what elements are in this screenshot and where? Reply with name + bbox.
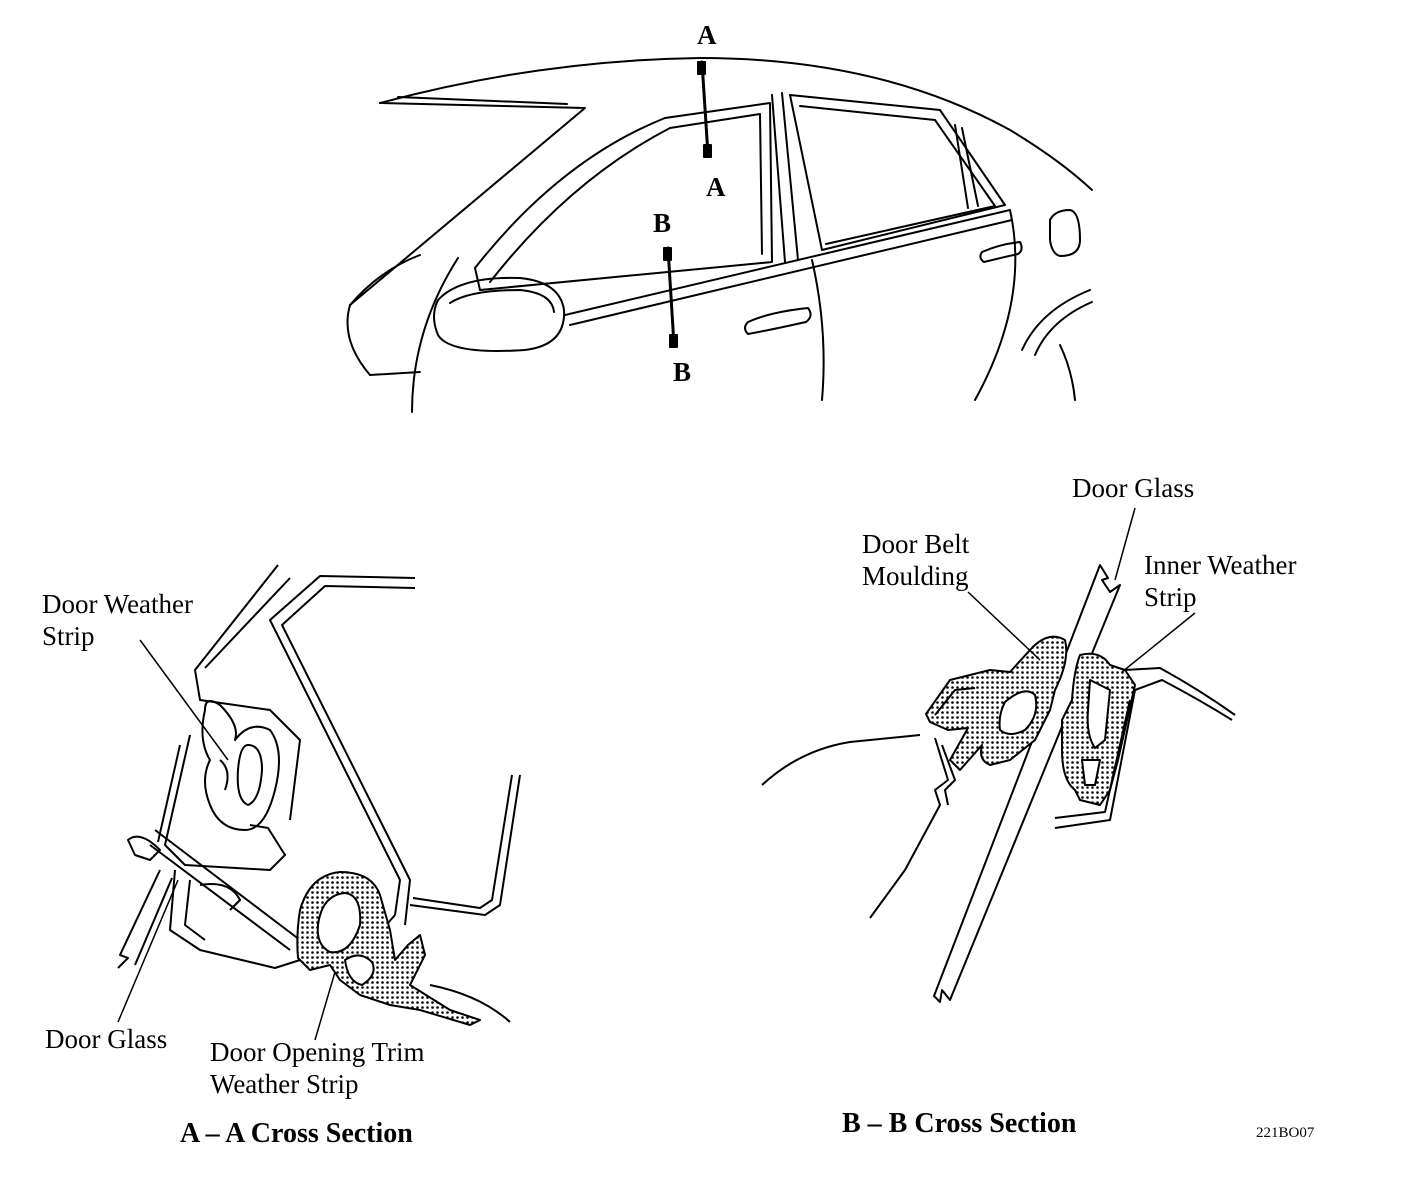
roof-line [379, 57, 1093, 191]
rear-wheel-arch [1021, 289, 1091, 351]
section-mark-b-top: B [653, 208, 672, 238]
section-mark-b-bottom: B [673, 357, 692, 387]
label-door-weather-strip: Door Weather Strip [42, 589, 194, 651]
front-window-frame [474, 102, 773, 291]
car-side-view [346, 57, 1093, 413]
body-panel [269, 575, 416, 956]
section-mark-a-top: A [697, 20, 717, 50]
side-mirror [433, 276, 566, 352]
door-belt-moulding [925, 635, 1068, 771]
door-glass-b [933, 564, 1121, 1003]
label-inner-weather-strip: Inner Weather Strip [1144, 550, 1297, 612]
fuel-door [1049, 209, 1081, 257]
caption-section-a: A – A Cross Section [180, 1118, 413, 1149]
section-a-drawing [117, 564, 521, 1041]
section-a-line [700, 60, 710, 157]
front-door-handle [744, 307, 812, 335]
section-mark-a-bottom: A [706, 172, 726, 202]
section-b-line [666, 246, 676, 347]
windshield [349, 102, 586, 306]
figure-code: 221BO07 [1256, 1125, 1315, 1141]
rear-window-frame [789, 94, 1006, 251]
label-door-glass-a: Door Glass [45, 1024, 168, 1054]
section-b-drawing [761, 507, 1236, 1003]
rear-door-handle [979, 241, 1023, 263]
belt-line [564, 209, 1011, 316]
door-glass-a [117, 869, 161, 969]
label-door-glass-b: Door Glass [1072, 473, 1195, 503]
caption-section-b: B – B Cross Section [842, 1108, 1077, 1139]
b-pillar [771, 94, 786, 263]
label-door-belt-moulding: Door Belt Moulding [862, 529, 970, 591]
label-door-opening-trim-weather-strip: Door Opening Trim Weather Strip [210, 1037, 425, 1099]
outer-door-panel [761, 734, 921, 786]
door-weather-strip [201, 700, 280, 831]
